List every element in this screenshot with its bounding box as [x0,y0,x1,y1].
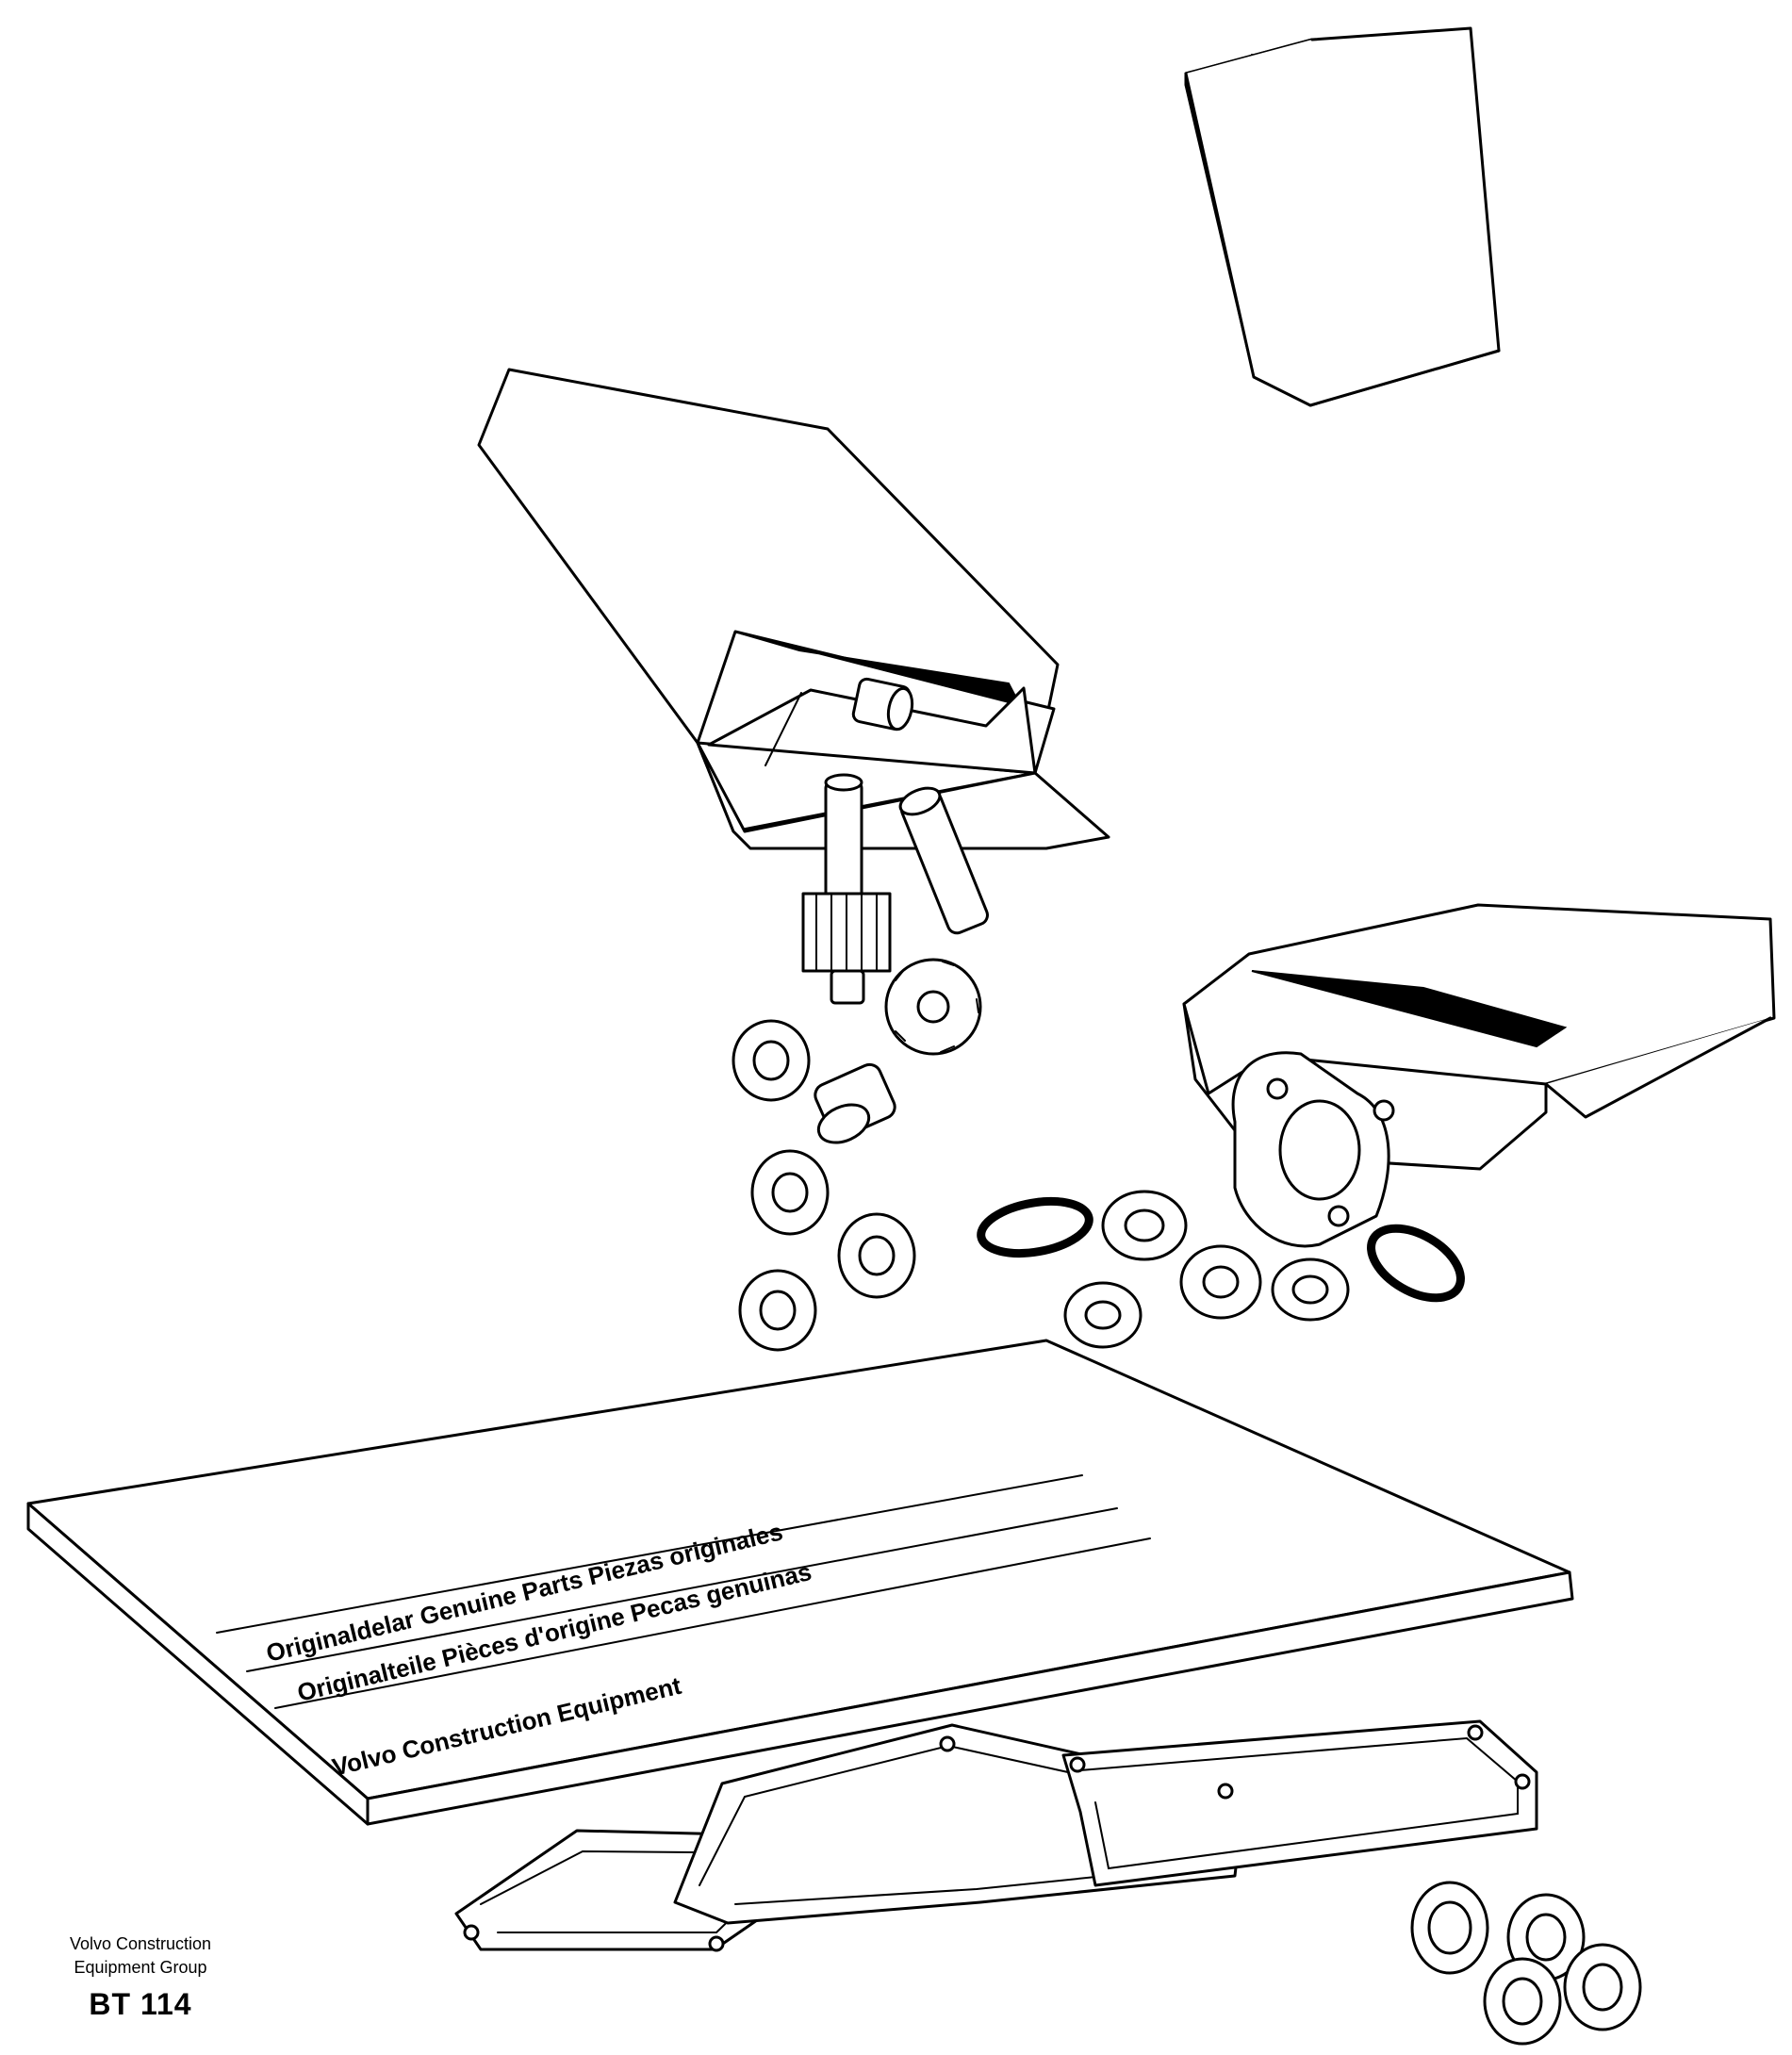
loose-gear [884,958,982,1056]
open-box-upper [477,368,1110,850]
ball-bearings [1410,1881,1642,2046]
publisher-footer: Volvo Construction Equipment Group BT 11… [41,1932,239,2022]
pin [898,786,989,935]
gear-shaft [801,773,892,1005]
bushing-loose [814,1062,896,1144]
frame-gaskets [454,1719,1538,1952]
bushing-in-box [851,677,914,732]
washers-right [977,1190,1465,1349]
publisher-name-line-1: Volvo Construction [69,1934,212,1953]
parts-catalog-book: Originaldelar Genuine Parts Piezas origi… [26,1339,1574,1826]
publisher-name-line-2: Equipment Group [74,1958,207,1977]
figure-code: BT 114 [89,1987,192,2021]
flange-gasket [1231,1051,1395,1248]
washers-left [732,1019,916,1352]
closed-box [1184,26,1501,407]
